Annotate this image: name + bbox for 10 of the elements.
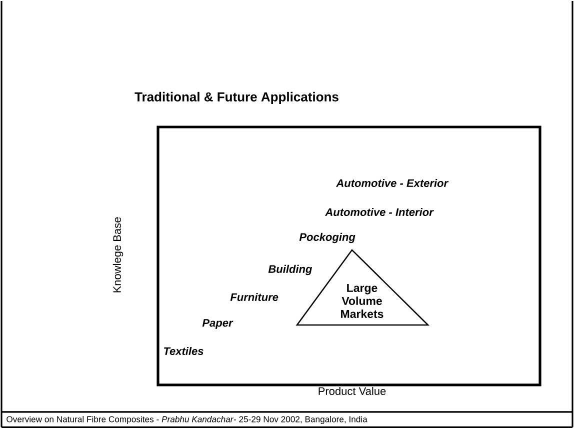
footer-text: Overview on Natural Fibre Composites - Prabhu Kandachar- 25-29 Nov 2002, Bangalore, India — [6, 416, 368, 424]
category-label: Automotive - Interior — [324, 208, 434, 216]
category-label: Automotive - Exterior — [336, 178, 449, 188]
axis-label: Knowlege Base — [112, 217, 124, 292]
title: Traditional & Future Applications — [134, 92, 338, 104]
category-label: Building — [268, 264, 312, 276]
category-label: Textiles — [164, 346, 204, 356]
category-label: Furniture — [230, 292, 278, 302]
axis-label: Product Value — [318, 386, 386, 396]
category-label: Paper — [202, 319, 234, 329]
